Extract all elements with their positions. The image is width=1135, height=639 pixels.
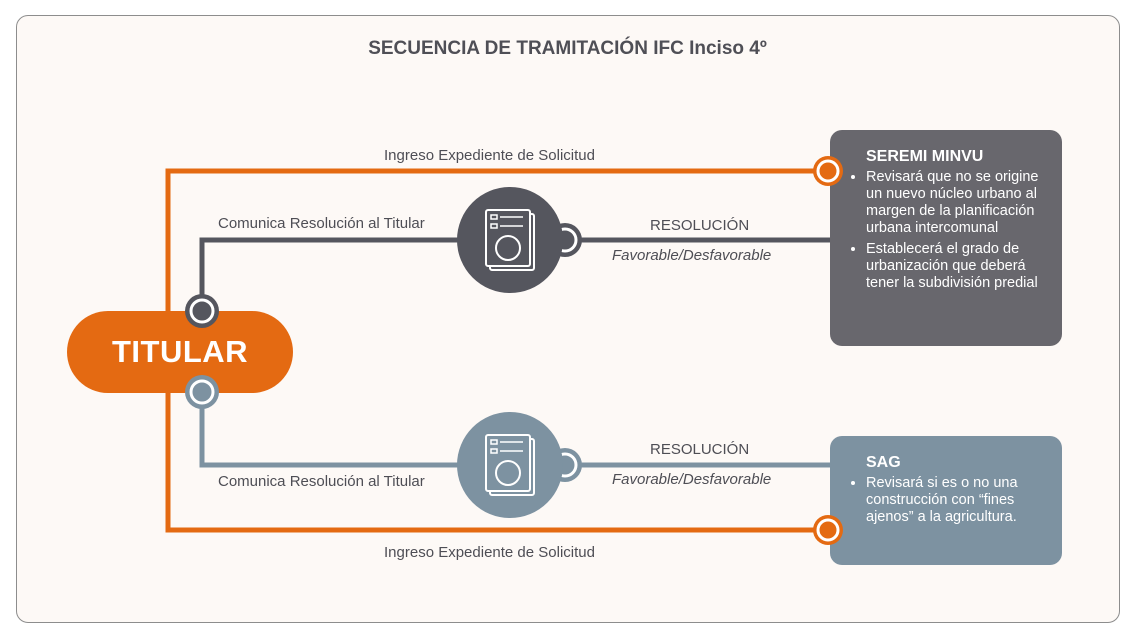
diagram-title: SECUENCIA DE TRAMITACIÓN IFC Inciso 4º: [368, 38, 767, 59]
bottom-resultado-label: Favorable/Desfavorable: [612, 471, 772, 488]
blue-flow-line: [199, 400, 497, 468]
dark-document-icon: [457, 187, 582, 293]
seremi-item: Revisará que no se origine un nuevo núcl…: [866, 169, 1046, 237]
orange-connector-top-icon: [813, 156, 843, 186]
bottom-resolucion-label: RESOLUCIÓN: [650, 441, 750, 458]
seremi-minvu-box: SEREMI MINVU Revisará que no se origine …: [830, 130, 1062, 346]
blue-connector-icon: [185, 375, 219, 409]
blue-document-icon: [457, 412, 582, 518]
top-resolucion-label: RESOLUCIÓN: [650, 217, 750, 234]
top-comunica-label: Comunica Resolución al Titular: [218, 215, 425, 232]
top-ingreso-label: Ingreso Expediente de Solicitud: [384, 147, 595, 164]
seremi-item: Establecerá el grado de urbanización que…: [866, 241, 1046, 292]
bottom-comunica-label: Comunica Resolución al Titular: [218, 473, 425, 490]
dark-connector-icon: [185, 294, 219, 328]
seremi-title: SEREMI MINVU: [866, 148, 984, 165]
sag-box: SAG Revisará si es o no una construcción…: [830, 436, 1062, 565]
sag-title: SAG: [866, 454, 901, 471]
sag-item: Revisará si es o no una construcción con…: [866, 475, 1046, 526]
top-resultado-label: Favorable/Desfavorable: [612, 247, 772, 264]
orange-connector-bottom-icon: [813, 515, 843, 545]
titular-node: TITULAR: [67, 311, 293, 393]
bottom-ingreso-label: Ingreso Expediente de Solicitud: [384, 544, 595, 561]
dark-flow-line: [199, 237, 497, 300]
